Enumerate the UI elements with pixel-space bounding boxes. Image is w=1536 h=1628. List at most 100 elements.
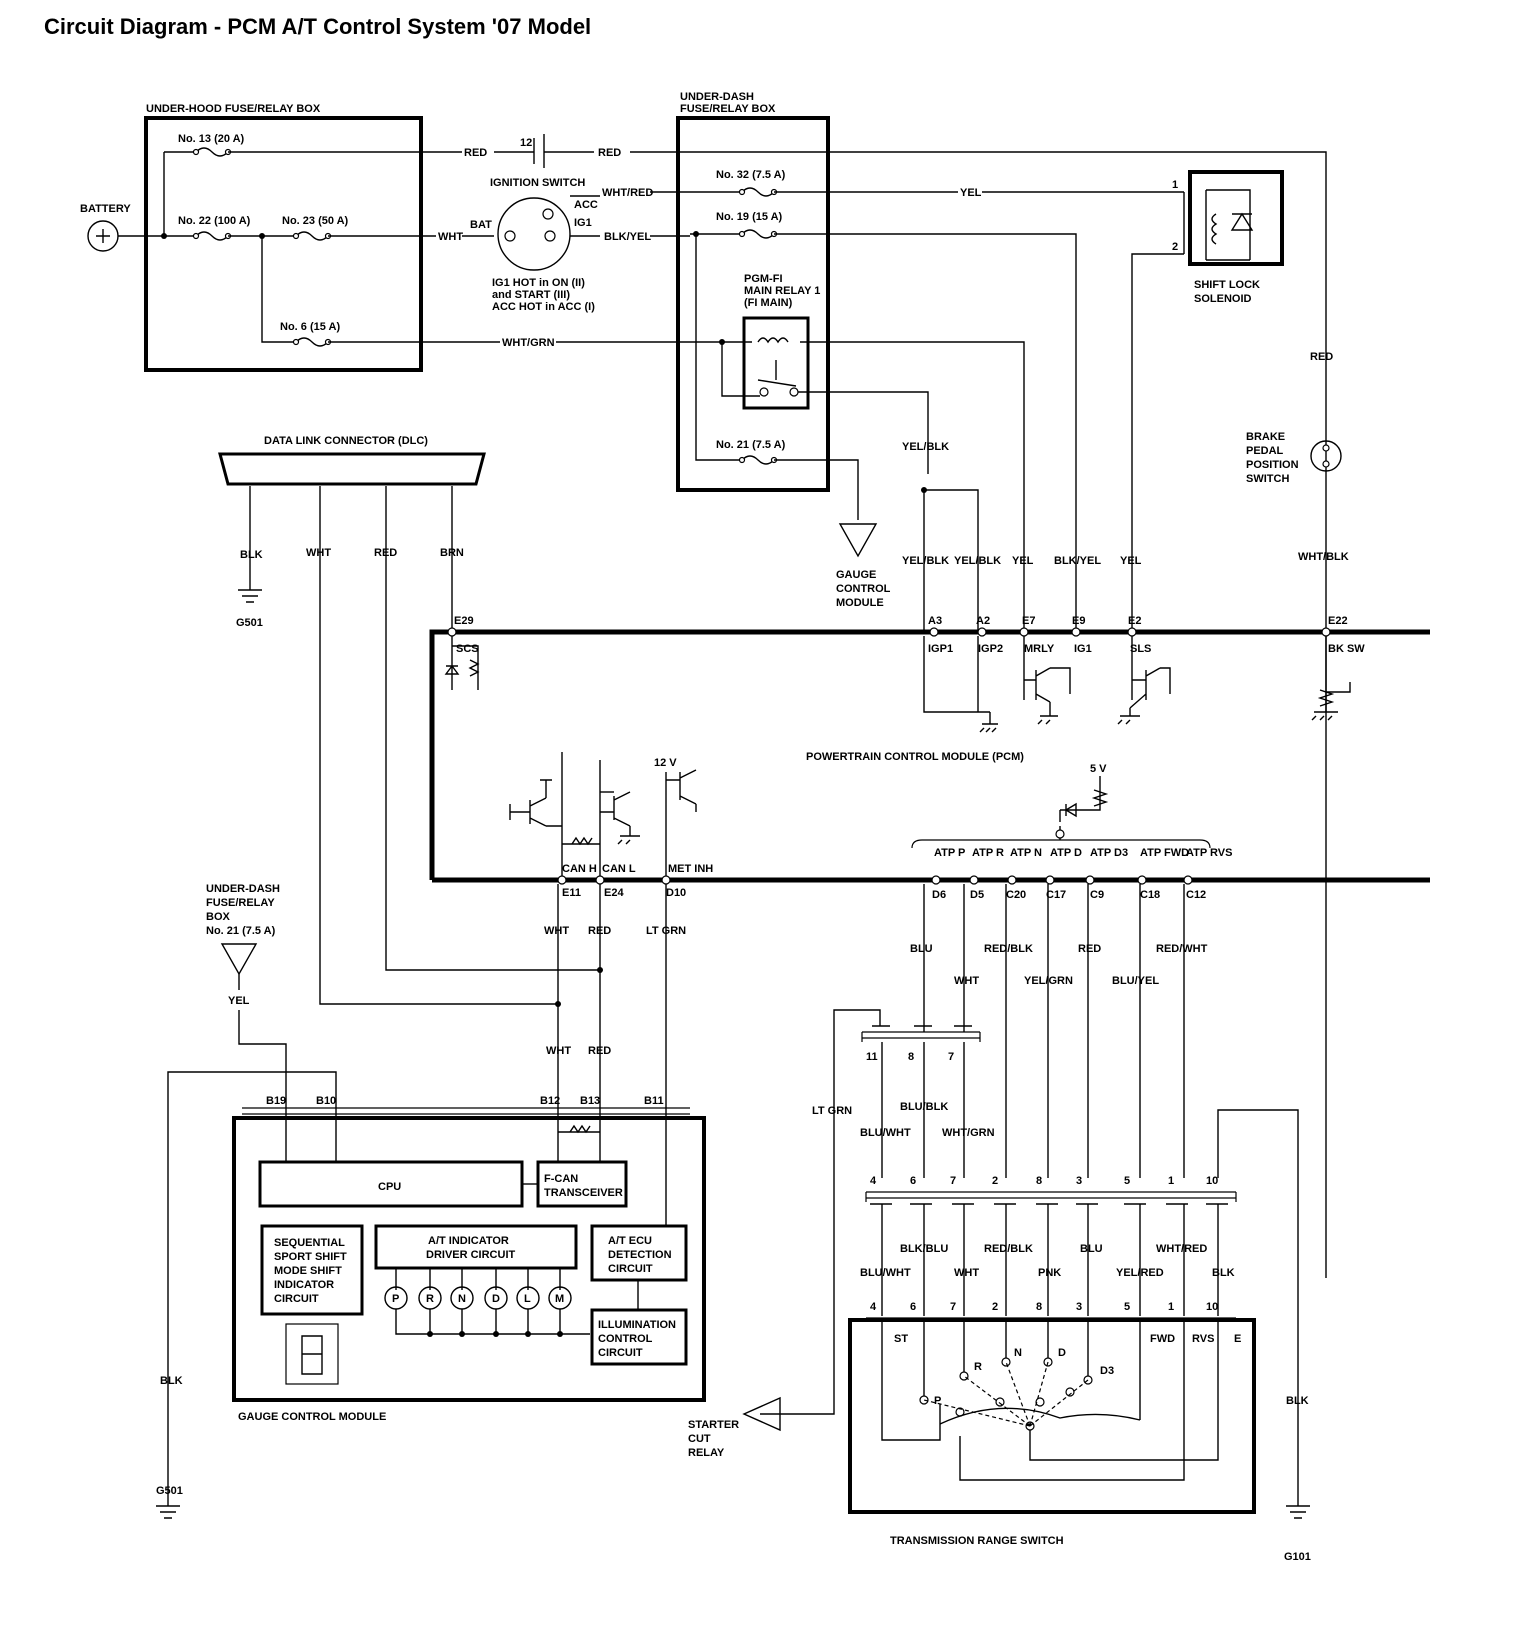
svg-text:UNDER-DASH: UNDER-DASH [680, 91, 754, 103]
svg-text:N: N [1014, 1347, 1022, 1359]
svg-text:BLU/YEL: BLU/YEL [1112, 975, 1159, 987]
svg-text:SLS: SLS [1130, 643, 1151, 655]
svg-text:PNK: PNK [1038, 1267, 1061, 1279]
svg-text:BLK: BLK [1286, 1395, 1309, 1407]
svg-text:MRLY: MRLY [1024, 643, 1055, 655]
svg-text:N: N [458, 1293, 466, 1305]
svg-text:IG1: IG1 [1074, 643, 1092, 655]
svg-text:E29: E29 [454, 615, 474, 627]
svg-text:P: P [392, 1293, 399, 1305]
svg-text:C20: C20 [1006, 889, 1026, 901]
svg-text:No. 21 (7.5 A): No. 21 (7.5 A) [206, 925, 276, 937]
connector2-bottom: 4 6 7 2 8 3 5 1 10 [870, 1301, 1218, 1313]
svg-text:5: 5 [1124, 1301, 1130, 1313]
svg-text:P: P [934, 1395, 941, 1407]
svg-text:ST: ST [894, 1333, 908, 1345]
svg-text:SHIFT LOCK: SHIFT LOCK [1194, 279, 1260, 291]
svg-text:1: 1 [1168, 1175, 1174, 1187]
svg-text:E7: E7 [1022, 615, 1035, 627]
svg-text:MODULE: MODULE [836, 597, 884, 609]
fuse19-label: No. 19 (15 A) [716, 211, 783, 223]
svg-text:A2: A2 [976, 615, 990, 627]
svg-text:YEL/GRN: YEL/GRN [1024, 975, 1073, 987]
gcm-arrow [838, 523, 878, 558]
svg-text:MODE SHIFT: MODE SHIFT [274, 1265, 342, 1277]
svg-text:WHT: WHT [546, 1045, 571, 1057]
svg-text:RED/BLK: RED/BLK [984, 1243, 1033, 1255]
svg-text:G501: G501 [156, 1485, 183, 1497]
svg-text:STARTER: STARTER [688, 1419, 739, 1431]
svg-text:R: R [426, 1293, 434, 1305]
connector2-top: 4 6 7 2 8 3 5 1 10 [870, 1175, 1218, 1187]
svg-text:5: 5 [1124, 1175, 1130, 1187]
svg-text:E2: E2 [1128, 615, 1141, 627]
wire-wht-blk: WHT/BLK [1298, 551, 1349, 563]
svg-text:G501: G501 [236, 617, 263, 629]
svg-text:C17: C17 [1046, 889, 1066, 901]
svg-text:RVS: RVS [1192, 1333, 1214, 1345]
wire-red-2: RED [598, 147, 621, 159]
svg-text:CAN L: CAN L [602, 863, 636, 875]
svg-text:E11: E11 [562, 887, 581, 899]
underhood-box-label: UNDER-HOOD FUSE/RELAY BOX [146, 103, 321, 115]
svg-text:ATP R: ATP R [972, 847, 1004, 859]
starter-cut-arrow [742, 1396, 781, 1432]
pcm-label: POWERTRAIN CONTROL MODULE (PCM) [806, 751, 1024, 763]
svg-text:LT GRN: LT GRN [812, 1105, 852, 1117]
svg-text:WHT/RED: WHT/RED [1156, 1243, 1207, 1255]
svg-text:M: M [555, 1293, 564, 1305]
svg-text:3: 3 [1076, 1301, 1082, 1313]
svg-text:WHT: WHT [544, 925, 569, 937]
svg-text:WHT: WHT [954, 975, 979, 987]
svg-text:D6: D6 [932, 889, 946, 901]
svg-text:2: 2 [1172, 241, 1178, 253]
svg-text:IGP2: IGP2 [978, 643, 1003, 655]
svg-text:UNDER-DASH: UNDER-DASH [206, 883, 280, 895]
svg-text:WHT: WHT [954, 1267, 979, 1279]
svg-text:FUSE/RELAY BOX: FUSE/RELAY BOX [680, 103, 776, 115]
svg-text:7: 7 [948, 1051, 954, 1063]
svg-text:8: 8 [1036, 1301, 1042, 1313]
gcm-pins: B19 B10 B12 B13 B11 [266, 1095, 664, 1107]
wire-wht-red: WHT/RED [602, 187, 653, 199]
svg-text:INDICATOR: INDICATOR [274, 1279, 334, 1291]
svg-text:SOLENOID: SOLENOID [1194, 293, 1252, 305]
at-ecu-detection-circuit [590, 1224, 688, 1282]
svg-text:PGM-FI: PGM-FI [744, 273, 783, 285]
svg-text:BLU: BLU [910, 943, 933, 955]
svg-text:SWITCH: SWITCH [1246, 473, 1289, 485]
svg-text:5 V: 5 V [1090, 763, 1107, 775]
gauge-control-module [232, 1116, 706, 1402]
svg-text:FWD: FWD [1150, 1333, 1175, 1345]
wire-yel-1: YEL [960, 187, 982, 199]
svg-text:BLU/WHT: BLU/WHT [860, 1127, 911, 1139]
svg-text:(FI MAIN): (FI MAIN) [744, 297, 793, 309]
svg-text:IG1: IG1 [574, 217, 592, 229]
svg-text:BRN: BRN [440, 547, 464, 559]
svg-text:WHT/GRN: WHT/GRN [942, 1127, 995, 1139]
svg-text:A3: A3 [928, 615, 942, 627]
svg-text:12 V: 12 V [654, 757, 677, 769]
svg-text:BLK/YEL: BLK/YEL [1054, 555, 1101, 567]
svg-text:C18: C18 [1140, 889, 1160, 901]
svg-text:B13: B13 [580, 1095, 600, 1107]
svg-text:A/T ECU: A/T ECU [608, 1235, 652, 1247]
svg-text:7: 7 [950, 1301, 956, 1313]
svg-text:BLU/BLK: BLU/BLK [900, 1101, 948, 1113]
svg-text:PEDAL: PEDAL [1246, 445, 1284, 457]
svg-text:E: E [1234, 1333, 1241, 1345]
underdash-fuse21-arrow [220, 943, 258, 976]
svg-text:B11: B11 [644, 1095, 664, 1107]
svg-text:DRIVER CIRCUIT: DRIVER CIRCUIT [426, 1249, 516, 1261]
svg-text:POSITION: POSITION [1246, 459, 1299, 471]
svg-text:SEQUENTIAL: SEQUENTIAL [274, 1237, 345, 1249]
svg-text:7: 7 [950, 1175, 956, 1187]
svg-text:3: 3 [1076, 1175, 1082, 1187]
underdash-fuse-box [676, 116, 830, 492]
transmission-range-switch [848, 1318, 1256, 1514]
svg-text:ATP N: ATP N [1010, 847, 1042, 859]
pcm-bus-upper [429, 629, 1430, 880]
svg-text:YEL/RED: YEL/RED [1116, 1267, 1164, 1279]
svg-text:BOX: BOX [206, 911, 231, 923]
